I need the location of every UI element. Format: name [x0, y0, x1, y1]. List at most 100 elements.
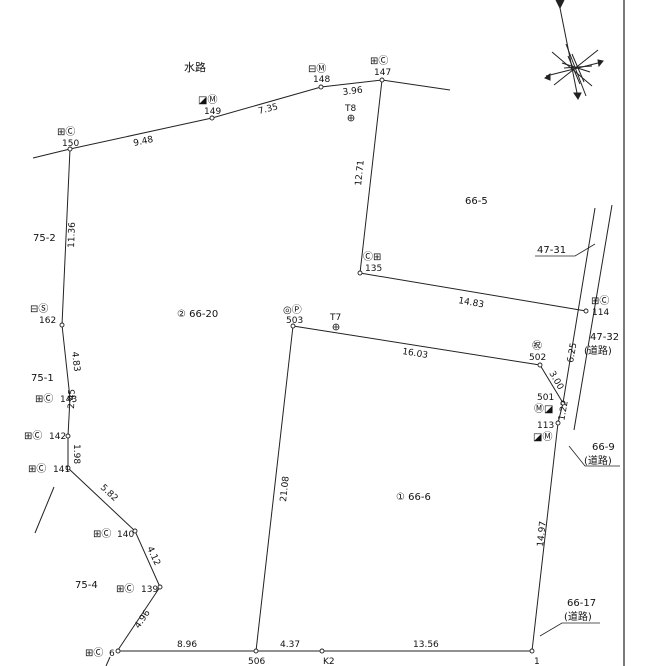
road-edge-east-1 [562, 207, 596, 404]
dist-506-K2: 4.37 [280, 640, 300, 650]
parcel-66-6: ① 66-6 [396, 492, 431, 503]
point-506 [253, 648, 259, 654]
parcel-75-2: 75-2 [33, 233, 56, 244]
point-142 [65, 433, 71, 439]
traverse-t8-label: T8 [344, 104, 356, 114]
point-148 [318, 84, 324, 90]
parcel-47-31: 47-31 [537, 245, 566, 256]
dist-147-135: 12.71 [354, 160, 367, 187]
marker-113: ◪Ⓜ [533, 431, 552, 443]
marker-501: Ⓜ◪ [534, 403, 553, 415]
dist-503-506: 21.08 [279, 475, 292, 502]
label-114: 114 [592, 308, 609, 318]
parcel-66-5: 66-5 [465, 196, 488, 207]
parcel-75-1: 75-1 [31, 373, 54, 384]
dist-150-149: 9.48 [133, 135, 155, 149]
label-506: 506 [248, 657, 265, 666]
label-150: 150 [62, 139, 79, 149]
marker-148: ⊟Ⓜ [308, 63, 326, 75]
dist-142-141: 1.98 [71, 444, 81, 464]
dist-6-506: 8.96 [177, 640, 197, 650]
point-113 [555, 420, 561, 426]
marker-114: ⊞Ⓒ [591, 295, 609, 307]
point-labels: ⊞Ⓒ 150 ◪Ⓜ 149 ⊟Ⓜ 148 ⊞Ⓒ 147 Ⓒ⊞ 135 ⊞Ⓒ 11… [24, 55, 609, 666]
parcel-47-32-road: (道路) [584, 344, 612, 357]
label-149: 149 [204, 107, 221, 117]
label-140: 140 [117, 530, 134, 540]
traverse-marks [332, 114, 355, 331]
point-1 [529, 648, 535, 654]
label-503: 503 [286, 316, 303, 326]
dist-114-501: 6.25 [566, 342, 579, 363]
point-135 [357, 270, 363, 276]
point-150 [67, 146, 73, 152]
label-148: 148 [313, 75, 330, 85]
marker-149: ◪Ⓜ [198, 94, 217, 106]
label-142: 142 [49, 432, 66, 442]
marker-150: ⊞Ⓒ [57, 126, 75, 138]
boundary-503-506 [255, 325, 294, 652]
dist-143-142: 2.45 [67, 389, 78, 409]
point-139 [157, 584, 163, 590]
marker-502: ㊗ [532, 340, 542, 352]
dist-K2-1: 13.56 [413, 640, 439, 650]
parcel-75-4: 75-4 [75, 580, 98, 591]
boundary-503-502 [292, 325, 541, 366]
leader-lines [535, 243, 620, 637]
point-503 [290, 323, 296, 329]
dist-149-148: 7.35 [257, 102, 279, 117]
point-149 [209, 115, 215, 121]
label-135: 135 [365, 264, 382, 274]
leader-66-17 [539, 622, 600, 637]
parcel-66-9: 66-9 [592, 442, 615, 453]
traverse-t7-label: T7 [329, 313, 341, 323]
boundary-west [61, 148, 161, 651]
parcel-66-20: ② 66-20 [177, 309, 218, 320]
survey-points [59, 77, 589, 654]
label-141: 141 [53, 465, 70, 475]
leader-47-31 [535, 243, 596, 257]
distance-labels: 9.48 7.35 3.96 12.71 14.83 11.36 4.83 2.… [67, 86, 579, 650]
boundary-147-135 [359, 79, 383, 274]
dist-148-147: 3.96 [342, 86, 363, 98]
label-6: 6 [109, 649, 115, 659]
point-502 [537, 362, 543, 368]
point-143 [67, 395, 73, 401]
dist-141-140: 5.82 [98, 483, 119, 504]
label-K2: K2 [323, 657, 335, 666]
marker-139: ⊞Ⓒ [116, 583, 134, 595]
label-1: 1 [534, 657, 540, 666]
dist-135-114: 14.83 [457, 296, 484, 310]
point-501 [560, 400, 566, 406]
point-114 [583, 308, 589, 314]
dist-501-113: 1.22 [557, 400, 570, 421]
boundary-west-spur [34, 486, 55, 534]
point-162 [59, 322, 65, 328]
label-501: 501 [537, 393, 554, 403]
dist-503-502: 16.03 [402, 347, 429, 361]
point-147 [379, 77, 385, 83]
parcel-66-9-road: (道路) [584, 454, 612, 467]
boundary-113-1 [531, 422, 559, 652]
label-162: 162 [39, 316, 56, 326]
marker-503: ◎Ⓟ [283, 304, 302, 316]
boundary-lines [32, 79, 613, 666]
boundary-north [32, 79, 451, 159]
marker-162: ⊟Ⓢ [30, 303, 48, 315]
road-edge-east-2 [573, 204, 613, 431]
label-147: 147 [374, 68, 391, 78]
label-113: 113 [537, 421, 554, 431]
marker-143: ⊞Ⓒ [35, 393, 53, 405]
waterway-label: 水路 [184, 61, 206, 74]
parcel-labels: 水路 66-5 ② 66-20 ① 66-6 75-2 75-1 75-4 47… [31, 61, 619, 623]
boundary-502-501 [539, 364, 564, 404]
marker-147: ⊞Ⓒ [370, 55, 388, 67]
point-141 [65, 465, 71, 471]
marker-141: ⊞Ⓒ [28, 463, 46, 475]
marker-140: ⊞Ⓒ [93, 528, 111, 540]
dist-113-1: 14.97 [536, 521, 549, 548]
north-arrow-compass-icon [544, 0, 604, 100]
point-6 [115, 648, 121, 654]
point-K2 [319, 648, 325, 654]
